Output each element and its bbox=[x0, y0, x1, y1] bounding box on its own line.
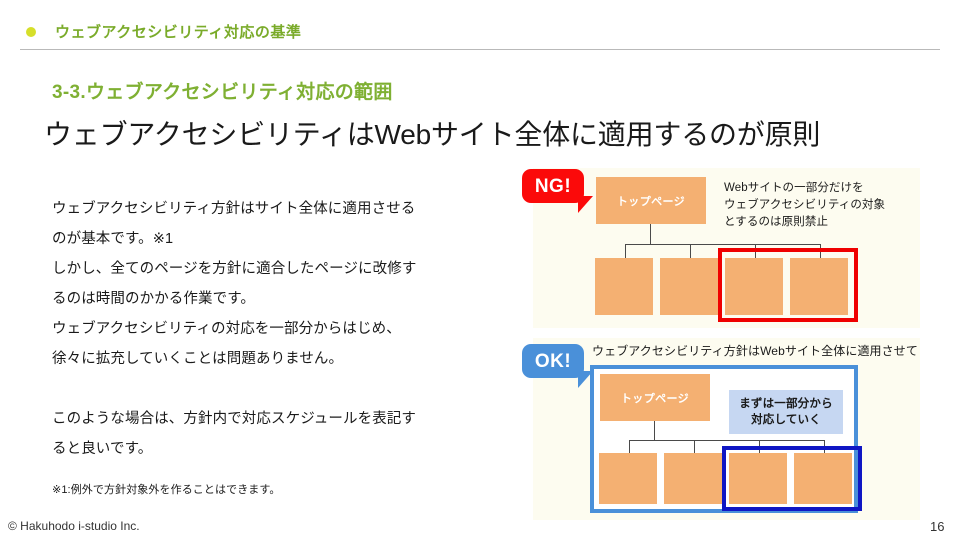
body-text: ウェブアクセシビリティ方針はサイト全体に適用させる のが基本です。※1 しかし、… bbox=[52, 194, 482, 464]
ng-child-node bbox=[790, 258, 848, 315]
ok-top-node-label: トップページ bbox=[620, 392, 690, 405]
ok-top-node: トップページ bbox=[600, 374, 710, 421]
body-line: ると良いです。 bbox=[52, 441, 153, 457]
body-line: このような場合は、方針内で対応スケジュールを表記す bbox=[52, 411, 416, 427]
ok-connector-branch bbox=[629, 440, 630, 460]
ng-annotation-line: Webサイトの一部分だけを bbox=[724, 182, 864, 194]
ok-callout-tag: まずは一部分から 対応していく bbox=[729, 390, 843, 434]
ng-child-node bbox=[595, 258, 653, 315]
ng-connector-branch bbox=[625, 244, 626, 265]
ok-child-node bbox=[794, 453, 852, 504]
footer-copyright: © Hakuhodo i-studio Inc. bbox=[8, 519, 140, 533]
ng-connector-bus bbox=[625, 244, 820, 245]
body-line: 徐々に拡充していくことは問題ありません。 bbox=[52, 351, 344, 367]
paragraph-spacer bbox=[52, 374, 482, 404]
header-title: ウェブアクセシビリティ対応の基準 bbox=[55, 24, 302, 41]
ng-child-node bbox=[725, 258, 783, 315]
ok-badge: OK! bbox=[522, 344, 584, 378]
ok-callout-tag-line: 対応していく bbox=[751, 414, 821, 426]
dot-icon bbox=[26, 27, 36, 37]
page-title: ウェブアクセシビリティはWebサイト全体に適用するのが原則 bbox=[44, 119, 821, 150]
ng-connector-branch bbox=[820, 244, 821, 265]
ng-annotation-line: ウェブアクセシビリティの対象 bbox=[724, 199, 886, 211]
body-line: しかし、全てのページを方針に適合したページに改修す bbox=[52, 261, 417, 277]
body-line: のが基本です。※1 bbox=[52, 231, 174, 247]
ng-badge-tail-icon bbox=[578, 196, 593, 213]
ng-annotation-line: とするのは原則禁止 bbox=[724, 216, 829, 228]
ok-child-node bbox=[729, 453, 787, 504]
ng-highlight-outline bbox=[718, 248, 858, 322]
ng-child-node bbox=[660, 258, 718, 315]
ok-callout-tag-line: まずは一部分から bbox=[739, 398, 833, 410]
ok-connector-trunk bbox=[654, 421, 655, 441]
ok-annotation: ウェブアクセシビリティ方針はWebサイト全体に適用させて bbox=[592, 344, 918, 358]
ok-badge-tail-icon bbox=[578, 371, 593, 388]
ok-inner-highlight-outline bbox=[722, 446, 862, 511]
ng-top-node: トップページ bbox=[596, 177, 706, 224]
ok-connector-branch bbox=[759, 440, 760, 460]
ok-child-node bbox=[599, 453, 657, 504]
ng-annotation: Webサイトの一部分だけを ウェブアクセシビリティの対象 とするのは原則禁止 bbox=[724, 180, 885, 231]
ng-connector-branch bbox=[690, 244, 691, 265]
ng-connector-trunk bbox=[650, 224, 651, 245]
body-line: ウェブアクセシビリティの対応を一部分からはじめ、 bbox=[52, 321, 401, 337]
ng-connector-branch bbox=[755, 244, 756, 265]
ng-badge: NG! bbox=[522, 169, 584, 203]
ng-top-node-label: トップページ bbox=[616, 195, 686, 208]
section-label: 3-3.ウェブアクセシビリティ対応の範囲 bbox=[52, 82, 393, 103]
body-line: ウェブアクセシビリティ方針はサイト全体に適用させる bbox=[52, 201, 416, 217]
body-line: るのは時間のかかる作業です。 bbox=[52, 291, 255, 307]
page-number: 16 bbox=[930, 519, 945, 534]
footnote: ※1:例外で方針対象外を作ることはできます。 bbox=[52, 484, 281, 496]
ok-child-node bbox=[664, 453, 722, 504]
ok-connector-branch bbox=[694, 440, 695, 460]
ok-connector-branch bbox=[824, 440, 825, 460]
header-divider bbox=[20, 49, 940, 50]
ok-connector-bus bbox=[629, 440, 824, 441]
